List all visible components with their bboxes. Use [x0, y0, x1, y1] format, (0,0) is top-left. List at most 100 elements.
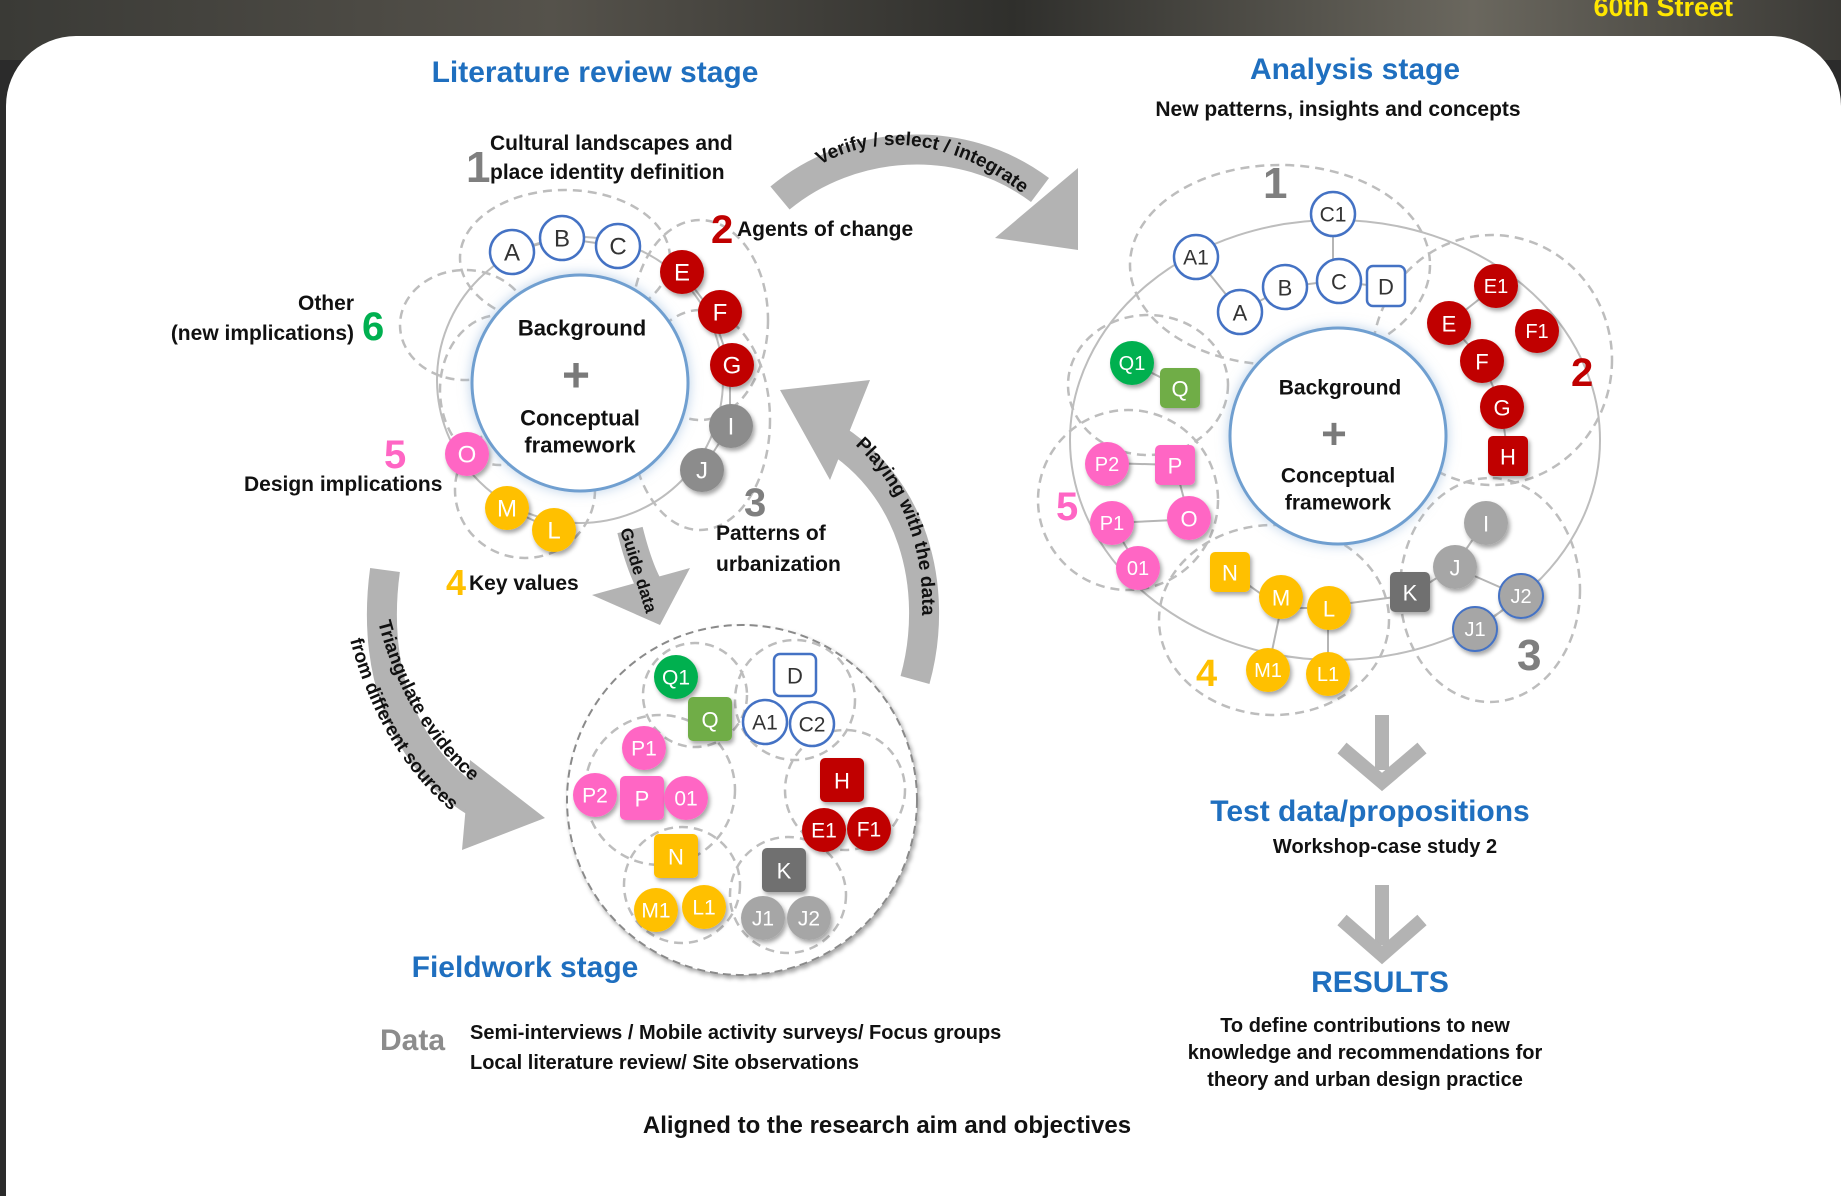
ana-node-C1: C1 — [1309, 190, 1357, 238]
svg-text:Q1: Q1 — [662, 667, 690, 690]
ana-node-01: 01 — [1116, 546, 1160, 590]
svg-text:Q: Q — [1171, 377, 1188, 402]
svg-text:E: E — [674, 260, 690, 287]
analysis-center-background: Background — [1279, 377, 1402, 400]
lit-node-B: B — [538, 214, 586, 262]
svg-text:P2: P2 — [582, 785, 608, 808]
field-node-01: 01 — [664, 776, 708, 820]
svg-text:B: B — [1278, 276, 1293, 301]
svg-text:E1: E1 — [811, 820, 837, 843]
ana-node-J2: J2 — [1498, 573, 1544, 619]
svg-text:A1: A1 — [1183, 247, 1209, 270]
results-title: RESULTS — [1311, 966, 1449, 999]
lit-node-I: I — [709, 404, 753, 448]
results-desc-1: To define contributions to new — [1220, 1015, 1510, 1037]
svg-text:G: G — [723, 353, 742, 380]
ana-node-A: A — [1216, 288, 1264, 336]
lit-node-L: L — [532, 508, 576, 552]
lit-cat-2-text: Agents of change — [737, 218, 913, 241]
lit-cat-3-text-2: urbanization — [716, 553, 841, 576]
ana-node-C: C — [1315, 257, 1363, 305]
lit-center-background: Background — [518, 316, 646, 341]
literature-stage-title: Literature review stage — [432, 56, 759, 89]
svg-text:M: M — [1272, 586, 1290, 611]
analysis-center-conceptual: Conceptual — [1281, 465, 1395, 488]
lit-node-C: C — [594, 222, 642, 270]
svg-text:Q1: Q1 — [1119, 353, 1146, 375]
field-node-M1: M1 — [634, 888, 678, 932]
data-label: Data — [380, 1024, 445, 1057]
field-node-A1: A1 — [741, 698, 789, 746]
down-arrow-1 — [1337, 715, 1427, 792]
ana-node-M: M — [1259, 575, 1303, 619]
svg-text:F1: F1 — [857, 819, 882, 842]
ana-node-B: B — [1261, 263, 1309, 311]
results-desc-3: theory and urban design practice — [1207, 1069, 1523, 1091]
svg-text:P: P — [1168, 454, 1183, 479]
lit-node-F: F — [698, 290, 742, 334]
lit-cat-3-text-1: Patterns of — [716, 522, 827, 545]
svg-text:P: P — [635, 787, 650, 812]
lit-cat-2-num: 2 — [711, 208, 733, 252]
ana-node-G: G — [1480, 385, 1524, 429]
field-node-P1: P1 — [622, 726, 666, 770]
analysis-cluster: Background + Conceptual framework C1 A1 … — [1036, 159, 1614, 717]
svg-text:P1: P1 — [1100, 513, 1124, 535]
svg-text:D: D — [1378, 275, 1394, 300]
lit-node-G: G — [710, 343, 754, 387]
lit-center-conceptual: Conceptual — [520, 406, 640, 431]
svg-text:J: J — [1450, 556, 1461, 581]
lit-cat-3-num: 3 — [744, 481, 766, 525]
analysis-center-circle — [1228, 326, 1448, 546]
data-line-1: Semi-interviews / Mobile activity survey… — [470, 1022, 1001, 1044]
svg-text:N: N — [1222, 561, 1238, 586]
ana-node-O: O — [1167, 496, 1211, 540]
ana-cat-3-num: 3 — [1517, 631, 1541, 680]
footer-caption: Aligned to the research aim and objectiv… — [643, 1112, 1131, 1139]
ana-node-Q: Q — [1160, 368, 1200, 408]
guide-arrow: Guide data — [592, 526, 690, 625]
ana-node-H: H — [1488, 436, 1528, 476]
ana-node-Q1: Q1 — [1110, 341, 1154, 385]
svg-text:F: F — [1475, 350, 1488, 375]
svg-text:E1: E1 — [1484, 276, 1508, 298]
field-node-J1: J1 — [741, 896, 785, 940]
svg-text:F1: F1 — [1525, 321, 1548, 343]
lit-node-O: O — [445, 432, 489, 476]
lit-node-E: E — [660, 250, 704, 294]
svg-text:L1: L1 — [1317, 664, 1339, 686]
svg-text:L1: L1 — [692, 897, 715, 920]
lit-cat-1-text-1: Cultural landscapes and — [490, 132, 733, 155]
ana-node-P1: P1 — [1090, 501, 1134, 545]
ana-node-A1: A1 — [1172, 233, 1220, 281]
ana-node-P2: P2 — [1085, 442, 1129, 486]
lit-center-circle — [470, 273, 690, 493]
svg-text:C: C — [609, 234, 626, 261]
test-stage-subtitle: Workshop-case study 2 — [1273, 836, 1497, 858]
fieldwork-cluster: Q1 Q D A1 C2 P1 P2 P 01 H E1 F1 N M1 L1 … — [566, 624, 918, 976]
svg-text:F: F — [713, 300, 728, 327]
test-stage-title: Test data/propositions — [1210, 795, 1529, 828]
svg-text:J1: J1 — [752, 908, 774, 931]
ana-cat-2-num: 2 — [1571, 351, 1593, 395]
svg-text:I: I — [728, 414, 735, 441]
svg-text:H: H — [834, 769, 850, 794]
ana-node-F1: F1 — [1515, 309, 1559, 353]
svg-text:H: H — [1500, 445, 1516, 470]
field-node-P: P — [620, 776, 664, 820]
corner-title: 60th Street — [1593, 0, 1733, 22]
svg-text:D: D — [787, 664, 803, 689]
lit-cat-1-text-2: place identity definition — [490, 161, 725, 184]
field-node-Q: Q — [688, 697, 732, 741]
svg-text:01: 01 — [1127, 558, 1149, 580]
results-desc-2: knowledge and recommendations for — [1188, 1042, 1543, 1064]
field-node-E1: E1 — [802, 808, 846, 852]
triangulate-arrow: Triangulate evidence from different sour… — [345, 567, 545, 850]
svg-text:M: M — [497, 496, 517, 523]
svg-text:K: K — [1403, 581, 1418, 606]
lit-node-A: A — [488, 228, 536, 276]
analysis-stage-subtitle: New patterns, insights and concepts — [1155, 98, 1520, 121]
field-node-J2: J2 — [787, 896, 831, 940]
lit-cat-5-num: 5 — [384, 433, 406, 477]
